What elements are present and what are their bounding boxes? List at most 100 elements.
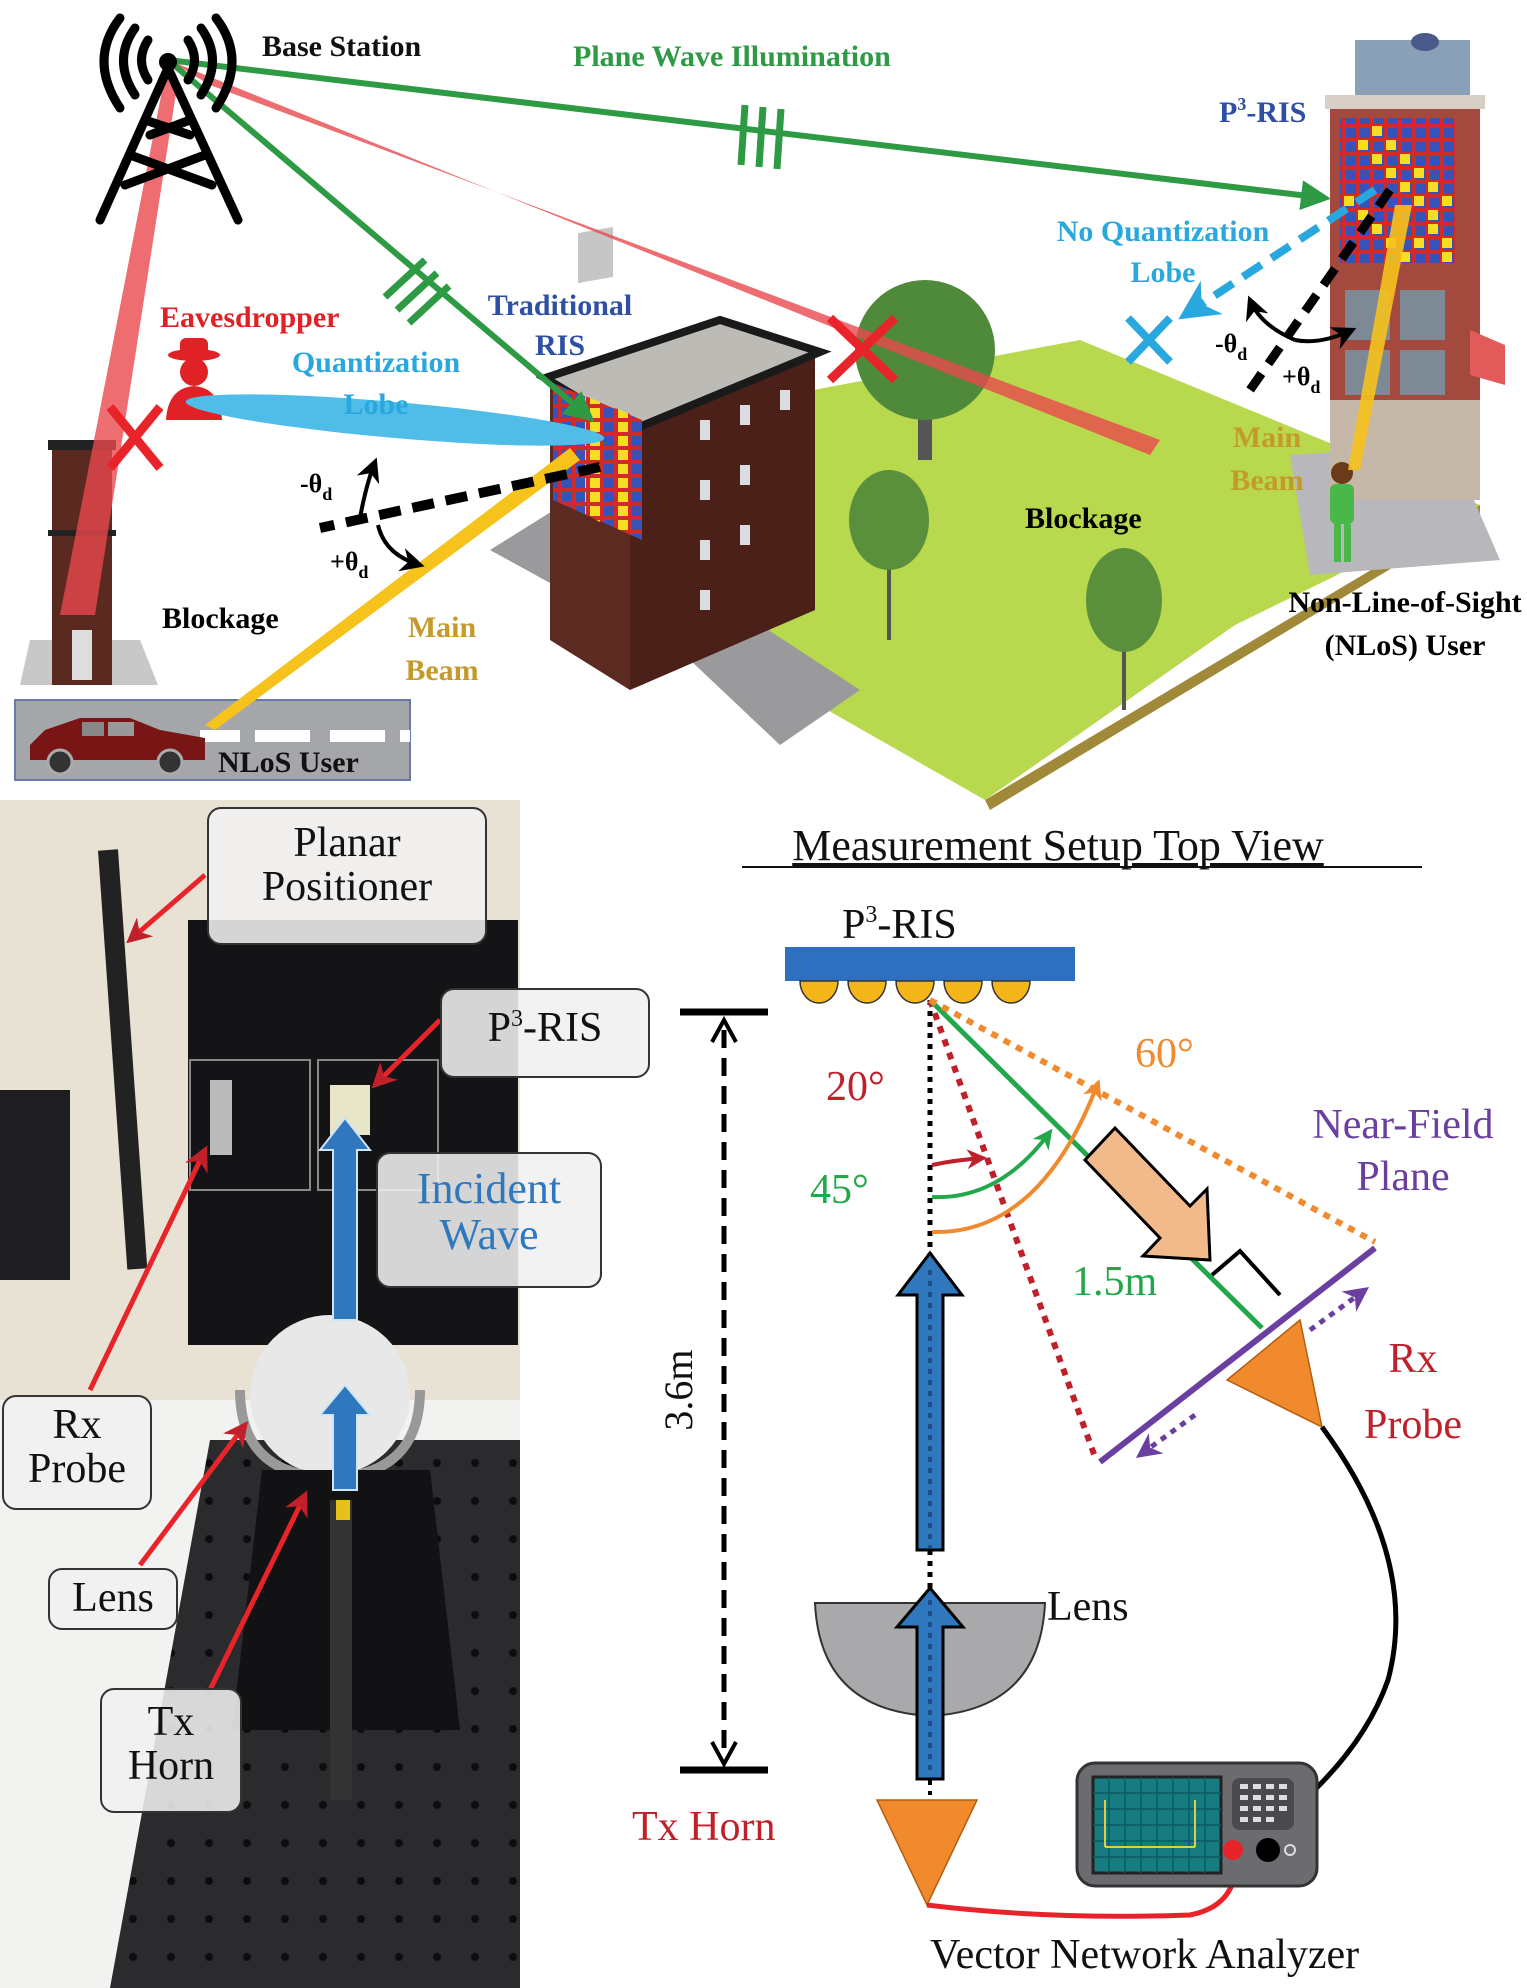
- measurement-photo: [0, 800, 520, 1988]
- callout-arrows: [87, 873, 442, 1692]
- incident-wave-line2: Wave: [439, 1210, 539, 1260]
- awning-icon: [1470, 330, 1505, 385]
- car-icon: [30, 718, 205, 776]
- lens-photo: [250, 1315, 410, 1475]
- arc-60deg: [931, 1079, 1102, 1235]
- theta-arc-minus: [1246, 295, 1296, 342]
- vna-icon: [1075, 1761, 1319, 1888]
- tx-horn-label: Tx Horn: [632, 1804, 775, 1850]
- base-station-label: Base Station: [262, 30, 422, 63]
- theta-arc-minus: [356, 457, 380, 519]
- p3ris-elements: [799, 980, 1031, 1004]
- theta-plus-right: +θd: [1282, 362, 1320, 397]
- boresight-p3ris: [1246, 187, 1394, 393]
- near-field-plane: [1098, 1245, 1377, 1465]
- callout-lens: Lens: [48, 1568, 178, 1630]
- plane-wave-marker: [737, 104, 785, 170]
- quantization-lobe: [185, 394, 605, 446]
- rx-probe-horn: [1225, 1318, 1324, 1429]
- blocked-x-icon: [106, 404, 164, 471]
- main-beam-left: [205, 448, 580, 730]
- incident-arrow-upper: [894, 1250, 966, 1552]
- probe-mount: [210, 1080, 232, 1155]
- theta-arc-plus: [1294, 327, 1357, 350]
- red-beam-to-left: [60, 60, 178, 615]
- angle-20-label: 20°: [826, 1064, 885, 1110]
- planar-positioner-line2: Positioner: [261, 864, 433, 911]
- suppressed-x-icon: [1125, 315, 1173, 365]
- plane-wave-marker: [382, 257, 452, 326]
- line-60deg: [928, 997, 1377, 1245]
- right-angle-marker: [1210, 1248, 1282, 1297]
- incident-wave-line1: Incident: [416, 1164, 562, 1213]
- p3ris-bar: [785, 947, 1075, 981]
- scenario-illustration: Base Station Plane Wave Illumination P3-…: [14, 13, 1522, 810]
- distance-label: 3.6m: [656, 1349, 701, 1430]
- boresight-traditional: [318, 462, 602, 533]
- blockage-label-left: Blockage: [162, 602, 279, 635]
- tx-horn: [875, 1799, 979, 1907]
- nlos-user-full-label: Non-Line-of-Sight(NLoS) User: [1288, 586, 1521, 662]
- incident-arrow-lower: [893, 1585, 967, 1781]
- photo-p3ris-sup: 3: [511, 1006, 523, 1032]
- theta-minus-left: -θd: [300, 469, 332, 504]
- red-beam-to-field: [168, 60, 1160, 455]
- setup-top-view: Measurement Setup Top View P3-RIS 3.6m 2…: [632, 821, 1494, 1978]
- main-beam-right: [1348, 205, 1412, 470]
- angle-45-label: 45°: [810, 1167, 869, 1213]
- road-dashes: [200, 730, 410, 742]
- green-line-to-traditional-ris: [166, 57, 595, 422]
- tx-horn-line2: Horn: [127, 1743, 215, 1790]
- eavesdropper-icon: [166, 338, 222, 420]
- theta-minus-right: -θd: [1215, 329, 1247, 364]
- positioner-rail: [98, 849, 148, 1270]
- eavesdropper-label: Eavesdropper: [160, 301, 339, 334]
- callout-incident-wave: Incident Wave: [376, 1152, 602, 1288]
- angle-60-label: 60°: [1135, 1031, 1194, 1077]
- callout-rx-probe: Rx Probe: [2, 1395, 152, 1510]
- person-icon: [1330, 462, 1354, 562]
- tree-icon: [849, 470, 929, 640]
- photo-p3ris-prefix: P: [487, 1005, 511, 1051]
- line-20deg: [927, 998, 1098, 1459]
- traditional-ris-building-side: [630, 355, 815, 690]
- photo-p3ris-suffix: -RIS: [523, 1005, 603, 1051]
- grass-field-edge: [985, 505, 1480, 810]
- callout-p3ris: P3-RIS: [440, 988, 650, 1078]
- arc-45deg: [931, 1128, 1053, 1200]
- photo-lens-label: Lens: [72, 1575, 154, 1621]
- tree-icon: [855, 280, 995, 460]
- probe-cable: [1266, 1425, 1399, 1832]
- arc-20deg: [931, 1149, 987, 1170]
- no-quantization-arrow: [1178, 186, 1378, 320]
- planar-positioner-line1: Planar: [293, 820, 401, 866]
- tx-cable: [926, 1854, 1238, 1919]
- theta-plus-left: +θd: [330, 547, 368, 582]
- vna-port-2: [1256, 1838, 1280, 1862]
- tree-icon: [1086, 548, 1162, 710]
- blockage-label-field: Blockage: [1025, 502, 1142, 535]
- incident-wave-arrow: [317, 1116, 373, 1491]
- blocked-x-icon: [826, 314, 899, 384]
- vna-label: Vector Network Analyzer: [930, 1932, 1359, 1978]
- rx-probe-line1: Rx: [52, 1402, 102, 1448]
- vna-port-1: [1223, 1840, 1243, 1860]
- callout-tx-horn: Tx Horn: [100, 1688, 242, 1813]
- callout-planar-positioner: Planar Positioner: [207, 807, 487, 945]
- plane-wave-label: Plane Wave Illumination: [573, 40, 891, 73]
- range-label: 1.5m: [1072, 1259, 1158, 1305]
- lens-label: Lens: [1047, 1584, 1129, 1630]
- rx-probe-line2: Probe: [28, 1446, 126, 1493]
- building-windows: [700, 390, 790, 610]
- theta-arc-plus: [376, 524, 425, 572]
- p3ris-label: P3-RIS: [1219, 94, 1306, 129]
- tx-horn-line1: Tx: [147, 1699, 195, 1745]
